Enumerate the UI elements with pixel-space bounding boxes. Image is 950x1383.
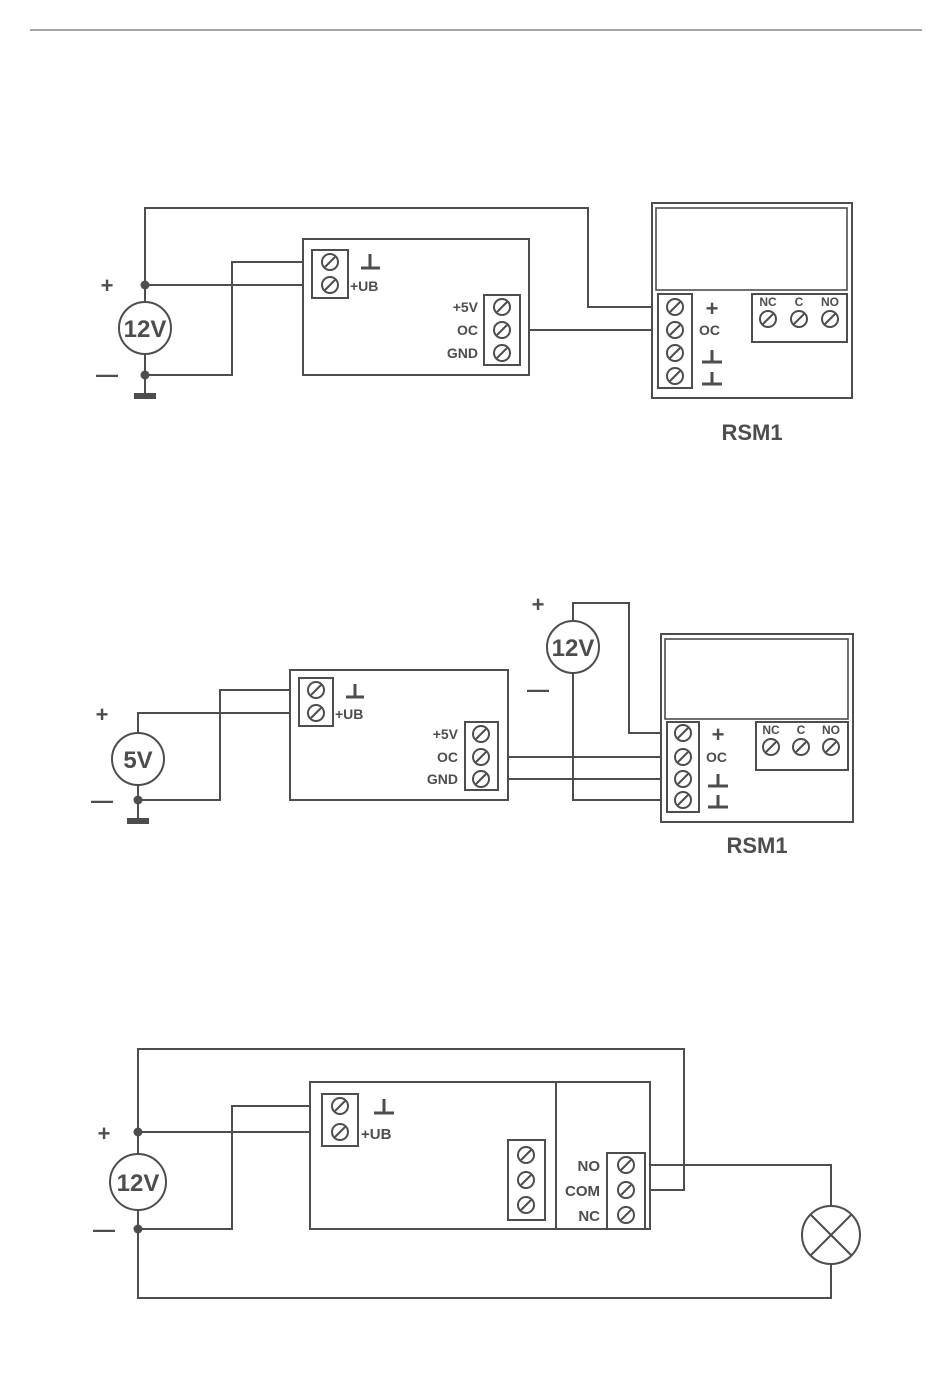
screw-terminal xyxy=(518,1147,534,1163)
screw-terminal xyxy=(332,1124,348,1140)
contact-nc-label: NC xyxy=(762,723,780,737)
relay-plus-label: + xyxy=(706,296,719,321)
minus-sign: — xyxy=(96,362,118,387)
screw-terminal xyxy=(494,345,510,361)
screw-terminal xyxy=(760,311,776,327)
screw-terminal xyxy=(667,299,683,315)
label-com: COM xyxy=(565,1183,600,1200)
screw-terminal xyxy=(823,739,839,755)
ground-symbol xyxy=(127,818,149,824)
screw-terminal xyxy=(675,792,691,808)
screw-terminal xyxy=(618,1182,634,1198)
contact-c-label: C xyxy=(795,295,804,309)
screw-terminal xyxy=(494,322,510,338)
relay-title: RSM1 xyxy=(726,833,787,858)
screw-terminal xyxy=(494,299,510,315)
relay-plus-label: + xyxy=(712,722,725,747)
screw-terminal xyxy=(793,739,809,755)
plus-sign: + xyxy=(532,592,545,617)
contact-no-label: NO xyxy=(822,723,840,737)
contact-c-label: C xyxy=(797,723,806,737)
screw-terminal xyxy=(473,726,489,742)
ub-label: +UB xyxy=(350,278,378,294)
screw-terminal xyxy=(667,322,683,338)
source-label: 5V xyxy=(123,747,152,774)
plus-sign: + xyxy=(101,273,114,298)
relay-source-label: 12V xyxy=(552,635,595,662)
label-no: NO xyxy=(578,1158,601,1175)
lamp-icon xyxy=(802,1206,860,1264)
screw-terminal xyxy=(822,311,838,327)
plus-sign: + xyxy=(98,1121,111,1146)
minus-sign: — xyxy=(527,677,549,702)
wire-minus-to-gnd xyxy=(138,1106,322,1229)
screw-terminal xyxy=(332,1098,348,1114)
screw-terminal xyxy=(518,1197,534,1213)
minus-sign: — xyxy=(93,1217,115,1242)
label-gnd: GND xyxy=(447,345,478,361)
minus-sign: — xyxy=(91,788,113,813)
junction-dot xyxy=(141,371,150,380)
screw-terminal xyxy=(675,725,691,741)
wire-5v-plus-to-ub xyxy=(138,713,305,735)
screw-terminal xyxy=(322,277,338,293)
screw-terminal xyxy=(322,254,338,270)
junction-dot xyxy=(141,281,150,290)
label-5v: +5V xyxy=(453,299,479,315)
screw-terminal xyxy=(763,739,779,755)
screw-terminal xyxy=(473,749,489,765)
label-oc: OC xyxy=(457,322,478,338)
ub-label: +UB xyxy=(335,706,363,722)
screw-terminal xyxy=(518,1172,534,1188)
label-gnd: GND xyxy=(427,771,458,787)
junction-dot xyxy=(134,796,143,805)
label-5v: +5V xyxy=(433,726,459,742)
contact-nc-label: NC xyxy=(759,295,777,309)
screw-terminal xyxy=(675,771,691,787)
screw-terminal xyxy=(473,771,489,787)
screw-terminal xyxy=(308,682,324,698)
wire-no-to-lamp xyxy=(645,1165,831,1206)
screw-terminal xyxy=(667,368,683,384)
screw-terminal xyxy=(667,345,683,361)
screw-terminal xyxy=(308,705,324,721)
junction-dot xyxy=(134,1225,143,1234)
diagram-2: 5V + — 12V + — +UB +5V OC GND + O xyxy=(91,592,853,858)
wire-12v-minus-to-relay-gnd xyxy=(573,671,670,800)
wire-5v-minus-to-gnd xyxy=(138,690,305,800)
contact-no-label: NO xyxy=(821,295,839,309)
plus-sign: + xyxy=(96,702,109,727)
source-label: 12V xyxy=(124,316,167,343)
relay-title: RSM1 xyxy=(721,420,782,445)
junction-dot xyxy=(134,1128,143,1137)
ub-label: +UB xyxy=(361,1126,392,1143)
screw-terminal xyxy=(618,1157,634,1173)
diagram-1: 12V + — +UB +5V OC GND + OC xyxy=(96,203,852,445)
relay-oc-label: OC xyxy=(699,322,720,338)
label-nc: NC xyxy=(578,1208,600,1225)
screw-terminal xyxy=(791,311,807,327)
label-oc: OC xyxy=(437,749,458,765)
relay-oc-label: OC xyxy=(706,749,727,765)
screw-terminal xyxy=(675,749,691,765)
ground-symbol xyxy=(134,393,156,399)
source-label: 12V xyxy=(117,1170,160,1197)
diagram-3: 12V + — +UB NO COM NC xyxy=(93,1049,860,1298)
module-box xyxy=(310,1082,650,1229)
screw-terminal xyxy=(618,1207,634,1223)
